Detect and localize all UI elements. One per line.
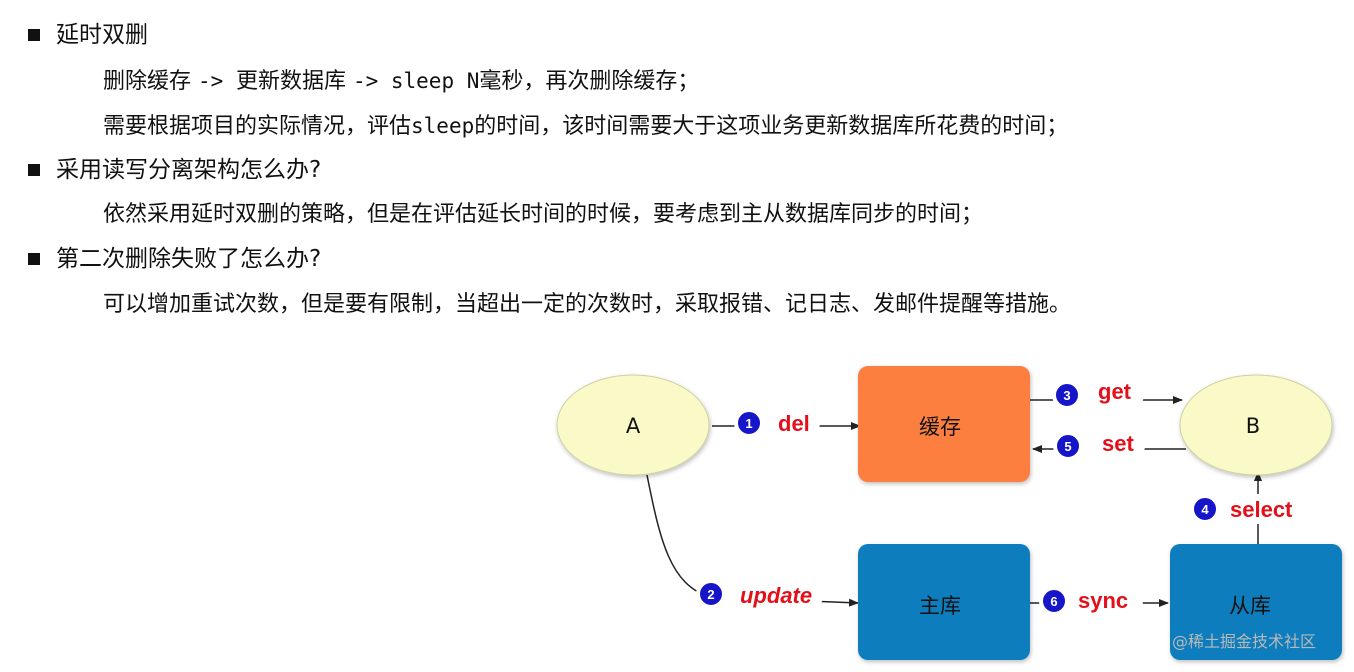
- heading-text: 采用读写分离架构怎么办?: [56, 157, 322, 183]
- text-line: 删除缓存 -> 更新数据库 -> sleep N毫秒，再次删除缓存；: [103, 66, 699, 97]
- step-badge-6: [1041, 588, 1067, 614]
- edge-label-get: get: [1098, 379, 1132, 404]
- edge-label-sync: sync: [1078, 588, 1128, 613]
- step-badge-number: 4: [1201, 502, 1209, 517]
- node-slave-box: [1170, 544, 1342, 660]
- step-badge-1: [736, 410, 762, 436]
- text-span: 删除缓存: [103, 69, 198, 94]
- step-badge-5: [1055, 433, 1081, 459]
- edge-label-update: update: [740, 583, 812, 608]
- bullet-square-icon: [28, 29, 40, 41]
- node-a-label: A: [626, 414, 641, 438]
- text-span: 可以增加重试次数，但是要有限制，当超出一定的次数时，采取报错、记日志、发邮件提醒…: [103, 292, 1072, 317]
- text-line: 需要根据项目的实际情况，评估sleep的时间，该时间需要大于这项业务更新数据库所…: [103, 111, 1068, 142]
- text-span: -> sleep N: [352, 69, 480, 93]
- node-a-ellipse: [556, 374, 710, 476]
- text-span: 需要根据项目的实际情况，评估: [103, 114, 412, 139]
- node-b-ellipse: [1179, 374, 1333, 476]
- edge-label-set: set: [1102, 431, 1134, 456]
- text-line: 依然采用延时双删的策略，但是在评估延长时间的时候，要考虑到主从数据库同步的时间；: [103, 200, 983, 230]
- step-badge-3: [1054, 382, 1080, 408]
- step-badge-number: 3: [1063, 388, 1070, 403]
- text-span: ->: [198, 69, 236, 93]
- text-span: 更新数据库: [235, 69, 353, 94]
- edge-label-del: del: [778, 411, 810, 436]
- step-badge-number: 2: [707, 587, 714, 602]
- node-cache-box: [858, 366, 1030, 482]
- edge-label-bg: [1189, 494, 1309, 524]
- section-heading-delayed-double-delete: 延时双删: [28, 20, 148, 50]
- section-heading-second-delete-failed: 第二次删除失败了怎么办?: [28, 244, 321, 274]
- text-span: 依然采用延时双删的策略，但是在评估延长时间的时候，要考虑到主从数据库同步的时间；: [103, 202, 984, 227]
- node-slave-label: 从库: [1229, 594, 1271, 618]
- heading-text: 延时双删: [56, 22, 148, 48]
- bullet-square-icon: [28, 253, 40, 265]
- edge-label-bg: [696, 580, 824, 608]
- step-badge-4: [1192, 496, 1218, 522]
- step-badge-number: 6: [1050, 594, 1057, 609]
- step-badge-number: 5: [1064, 439, 1071, 454]
- step-badge-number: 1: [745, 416, 752, 431]
- bullet-square-icon: [28, 164, 40, 176]
- text-span: sleep: [411, 114, 475, 138]
- text-span: 的时间，该时间需要大于这项业务更新数据库所花费的时间；: [474, 114, 1069, 139]
- section-heading-read-write-split: 采用读写分离架构怎么办?: [28, 155, 321, 185]
- node-master-label: 主库: [919, 594, 961, 618]
- step-badge-2: [698, 581, 724, 607]
- text-span: 毫秒，再次删除缓存；: [479, 69, 700, 94]
- edge-label-select: select: [1230, 497, 1293, 522]
- heading-text: 第二次删除失败了怎么办?: [56, 246, 322, 272]
- node-cache-label: 缓存: [919, 415, 961, 439]
- node-master-box: [858, 544, 1030, 660]
- node-b-label: B: [1246, 414, 1260, 438]
- edge-label-bg: [1039, 587, 1143, 615]
- watermark: @稀土掘金技术社区: [1172, 632, 1317, 651]
- text-line: 可以增加重试次数，但是要有限制，当超出一定的次数时，采取报错、记日志、发邮件提醒…: [103, 290, 1071, 320]
